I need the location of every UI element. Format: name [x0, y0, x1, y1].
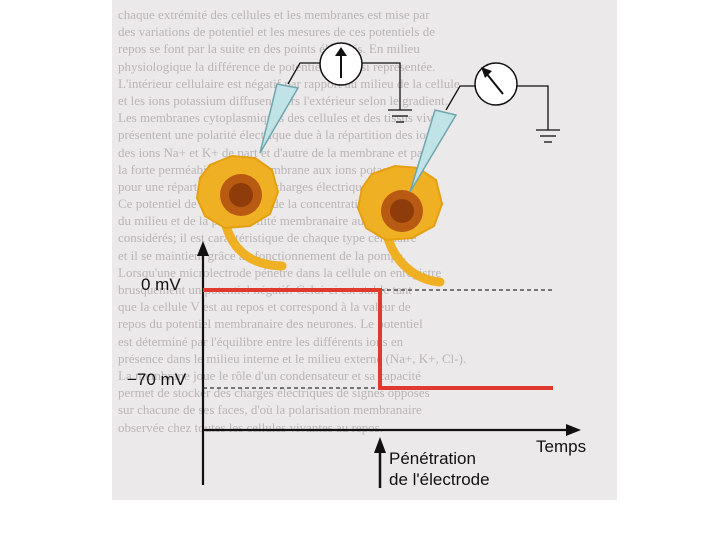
cell-right	[356, 164, 445, 287]
bg-line: Lorsqu'une microlectrode pénètre dans la…	[118, 264, 442, 280]
wire-right	[445, 85, 476, 111]
annotation-line-2: de l'électrode	[389, 470, 490, 489]
annotation-line-1: Pénétration	[389, 449, 476, 468]
y-axis-arrow	[197, 241, 209, 256]
nucleus-core-right	[390, 199, 414, 223]
axon-left	[220, 217, 287, 271]
bg-line: considérés; il est caractéristique de ch…	[118, 230, 417, 246]
ground-icon	[536, 129, 560, 143]
figure-panel	[112, 0, 617, 500]
bg-line: permet de stocker des charges électrique…	[118, 385, 430, 401]
bg-line: La membrane joue le rôle d'un condensate…	[118, 367, 422, 383]
x-axis-arrow	[566, 424, 581, 436]
bg-line: des ions Na+ et K+ de part et d'autre de…	[118, 144, 428, 160]
electrode-left	[259, 83, 300, 154]
electrode-right	[409, 109, 458, 193]
wire-left-ground	[362, 62, 401, 110]
bg-line: Les membranes cytoplasmiques des cellule…	[118, 110, 454, 126]
penetration-arrow	[374, 437, 386, 488]
bg-line: et il se maintient grâce au fonctionneme…	[118, 247, 407, 263]
ground-icon	[388, 109, 412, 123]
bg-line: sur chacune de ses faces, d'où la polari…	[118, 402, 422, 418]
membrane-potential-trace	[203, 288, 553, 390]
y-tick-minus70: −70 mV	[127, 370, 187, 389]
wire-left	[287, 62, 320, 85]
bg-line: est déterminé par l'équilibre entre les …	[118, 333, 404, 349]
y-tick-zero: 0 mV	[141, 275, 181, 294]
nucleus-core-left	[229, 183, 253, 207]
bg-line: repos du potentiel membranaire des neuro…	[118, 316, 423, 332]
voltmeter-up-icon	[319, 42, 363, 86]
cell-left	[195, 154, 287, 271]
bg-line: chaque extrémité des cellules et les mem…	[118, 7, 430, 22]
bg-line: présentent une polarité électrique due à…	[118, 127, 441, 143]
bg-line: des variations de potentiel et les mesur…	[118, 24, 435, 40]
axon-right	[383, 233, 445, 287]
x-axis-label: Temps	[536, 437, 587, 456]
wire-right-ground	[515, 85, 549, 130]
voltmeter-deflected-icon	[474, 62, 518, 106]
bg-line: que la cellule V est au repos et corresp…	[118, 299, 411, 315]
